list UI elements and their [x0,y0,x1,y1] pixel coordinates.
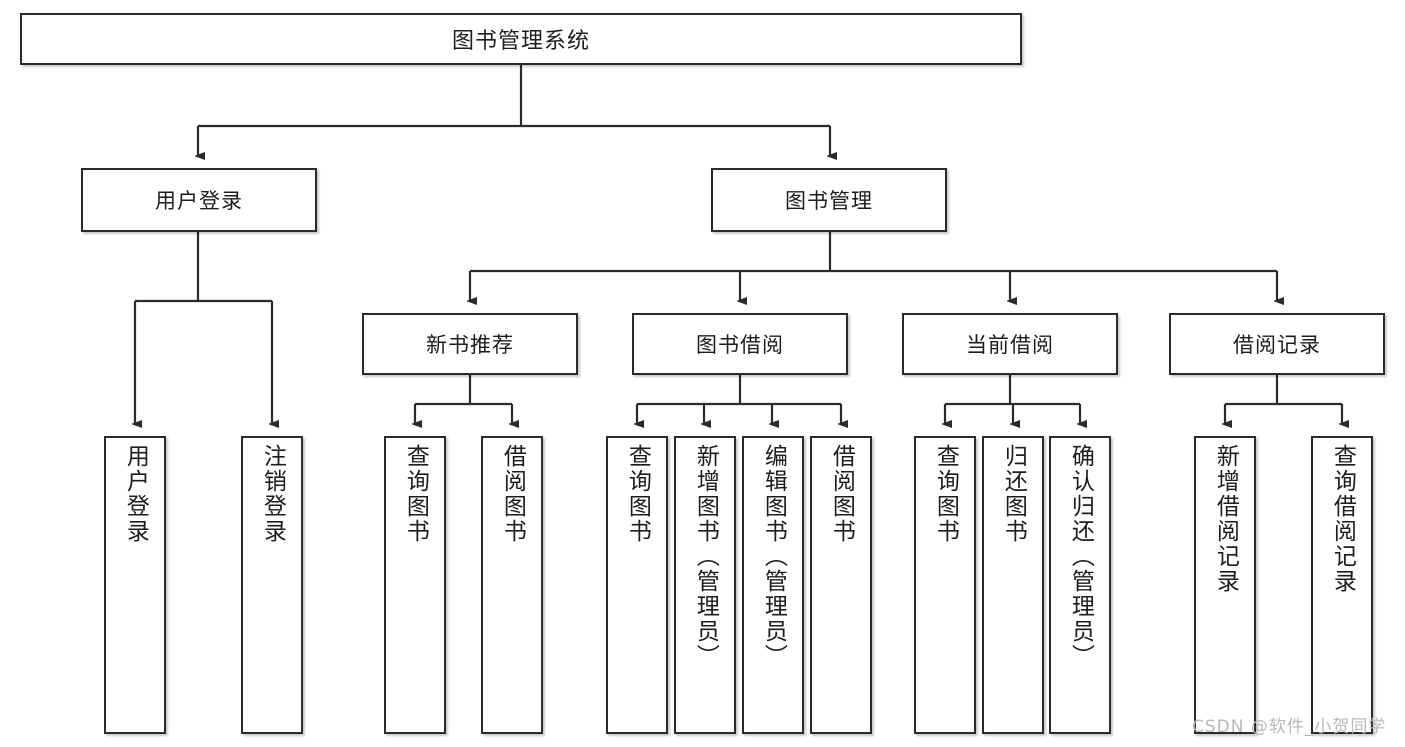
leaf-edit-book-admin[interactable]: 编辑图书（管理员） [742,436,804,734]
leaf-return-books[interactable]: 归还图书 [982,436,1044,734]
node-label: 当前借阅 [966,333,1054,357]
node-label: 新书推荐 [426,333,514,357]
node-user-login[interactable]: 用户登录 [81,168,317,232]
leaf-borrow-books[interactable]: 借阅图书 [810,436,872,734]
node-label: 新增借阅记录 [1212,444,1239,594]
node-label: 编辑图书（管理员） [760,444,787,669]
leaf-query-books-new[interactable]: 查询图书 [384,436,446,734]
leaf-borrow-books-new[interactable]: 借阅图书 [481,436,543,734]
node-label: 查询图书 [624,444,651,544]
node-label: 图书借阅 [696,333,784,357]
watermark: CSDN @软件_小贺同学 [1192,717,1387,737]
node-label: 用户登录 [122,444,149,544]
node-label: 归还图书 [1000,444,1027,544]
node-label: 查询图书 [932,444,959,544]
leaf-logout[interactable]: 注销登录 [241,436,303,734]
node-label: 借阅记录 [1233,333,1321,357]
node-label: 确认归还（管理员） [1067,444,1094,669]
node-label: 图书管理 [785,189,873,213]
leaf-user-login[interactable]: 用户登录 [104,436,166,734]
node-new-book-recommendation[interactable]: 新书推荐 [362,313,578,375]
node-current-borrowing[interactable]: 当前借阅 [902,313,1118,375]
node-label: 借阅图书 [499,444,526,544]
leaf-add-book-admin[interactable]: 新增图书（管理员） [674,436,736,734]
node-label: 借阅图书 [828,444,855,544]
node-book-management[interactable]: 图书管理 [711,168,947,232]
node-borrowing-record[interactable]: 借阅记录 [1169,313,1385,375]
node-label: 注销登录 [259,444,286,544]
node-root-book-management-system[interactable]: 图书管理系统 [20,13,1022,65]
node-label: 用户登录 [155,189,243,213]
node-label: 图书管理系统 [451,29,590,54]
leaf-add-borrow-record[interactable]: 新增借阅记录 [1194,436,1256,734]
node-book-borrowing[interactable]: 图书借阅 [632,313,848,375]
leaf-query-borrow-record[interactable]: 查询借阅记录 [1311,436,1373,734]
leaf-query-books-borrow[interactable]: 查询图书 [606,436,668,734]
leaf-query-books-current[interactable]: 查询图书 [914,436,976,734]
leaf-confirm-return-admin[interactable]: 确认归还（管理员） [1049,436,1111,734]
node-label: 新增图书（管理员） [692,444,719,669]
node-label: 查询借阅记录 [1329,444,1356,594]
node-label: 查询图书 [402,444,429,544]
